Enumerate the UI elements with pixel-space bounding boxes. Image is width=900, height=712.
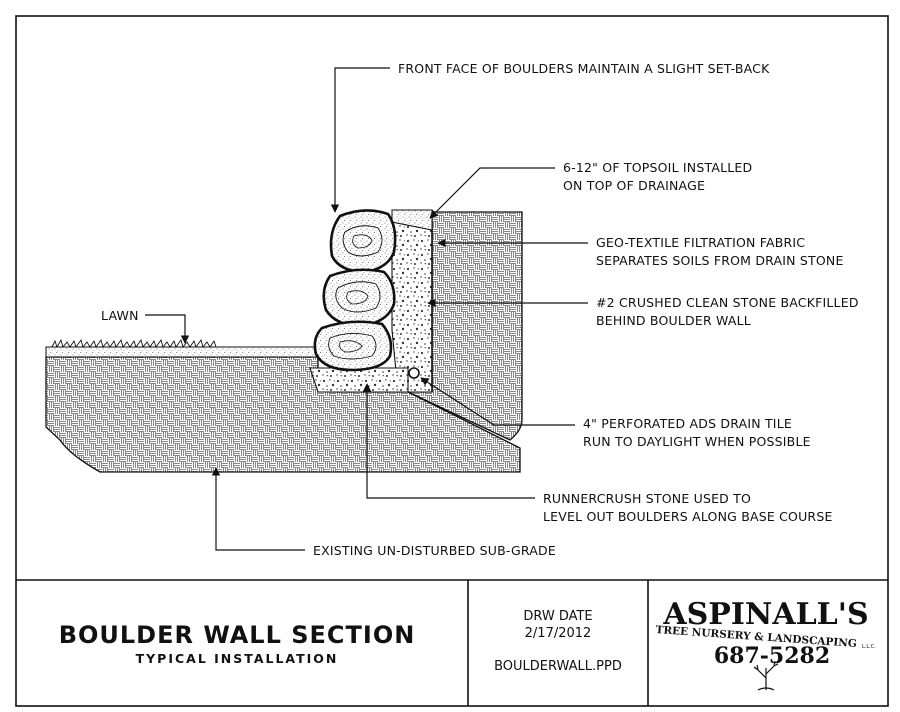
drawing-subtitle: TYPICAL INSTALLATION (136, 651, 339, 666)
note-runnercrush-line1: RUNNERCRUSH STONE USED TO (543, 491, 751, 506)
note-drain-line1: 4" PERFORATED ADS DRAIN TILE (583, 416, 792, 431)
logo-llc: L.L.C. (862, 644, 876, 650)
leader-runnercrush (362, 383, 535, 499)
drain-tile (408, 367, 420, 379)
lawn-grass (51, 338, 217, 349)
note-subgrade: EXISTING UN-DISTURBED SUB-GRADE (313, 543, 556, 558)
boulder-top (329, 209, 397, 274)
boulder-wall-section (45, 209, 523, 473)
runnercrush-base (309, 367, 409, 393)
note-topsoil-line1: 6-12" OF TOPSOIL INSTALLED (563, 160, 752, 175)
drawing-title: BOULDER WALL SECTION (59, 621, 416, 649)
tree-icon (753, 660, 779, 691)
boulder-middle (322, 268, 396, 328)
note-geotextile-line1: GEO-TEXTILE FILTRATION FABRIC (596, 235, 805, 250)
retained-soil (407, 211, 523, 441)
leader-drain-tile (420, 377, 575, 426)
note-topsoil-line2: ON TOP OF DRAINAGE (563, 178, 705, 193)
note-crushed-line1: #2 CRUSHED CLEAN STONE BACKFILLED (596, 295, 859, 310)
logo-name: ASPINALL'S (662, 597, 868, 632)
boulder-bottom (313, 320, 393, 372)
note-runnercrush-line2: LEVEL OUT BOULDERS ALONG BASE COURSE (543, 509, 833, 524)
leader-front-face (330, 67, 390, 213)
file-name: BOULDERWALL.PPD (494, 659, 622, 674)
leader-lines (145, 67, 588, 551)
notes: FRONT FACE OF BOULDERS MAINTAIN A SLIGHT… (101, 61, 859, 558)
title-block: BOULDER WALL SECTION TYPICAL INSTALLATIO… (59, 609, 622, 674)
crushed-stone-backfill (391, 221, 433, 393)
note-front-face: FRONT FACE OF BOULDERS MAINTAIN A SLIGHT… (398, 61, 770, 76)
note-lawn: LAWN (101, 308, 139, 323)
logo-phone: 687-5282 (714, 643, 830, 669)
note-geotextile-line2: SEPARATES SOILS FROM DRAIN STONE (596, 253, 844, 268)
lawn-strip (45, 346, 319, 358)
note-crushed-line2: BEHIND BOULDER WALL (596, 313, 751, 328)
topsoil-layer (391, 209, 433, 231)
leader-subgrade (211, 467, 305, 551)
note-drain-line2: RUN TO DAYLIGHT WHEN POSSIBLE (583, 434, 811, 449)
leader-topsoil (429, 167, 555, 219)
date-value: 2/17/2012 (525, 626, 592, 641)
date-label: DRW DATE (523, 609, 592, 624)
leader-lawn (145, 314, 190, 344)
